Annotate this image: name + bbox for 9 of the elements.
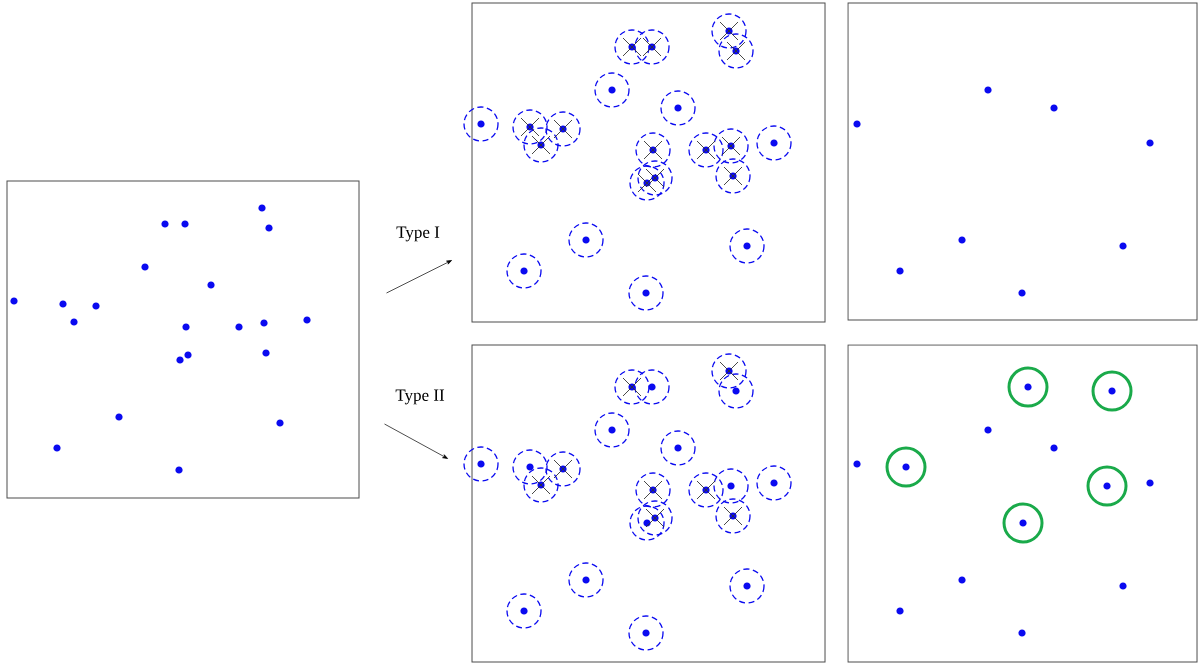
panel-box <box>6 180 360 499</box>
edge-label: Type I <box>395 225 441 243</box>
panel-box <box>847 2 1198 321</box>
arrow <box>384 423 448 459</box>
panel-box <box>471 2 826 323</box>
panel-box <box>847 344 1198 663</box>
panel-box <box>471 344 826 663</box>
arrow <box>386 260 452 294</box>
edge-label: Type II <box>394 388 446 406</box>
